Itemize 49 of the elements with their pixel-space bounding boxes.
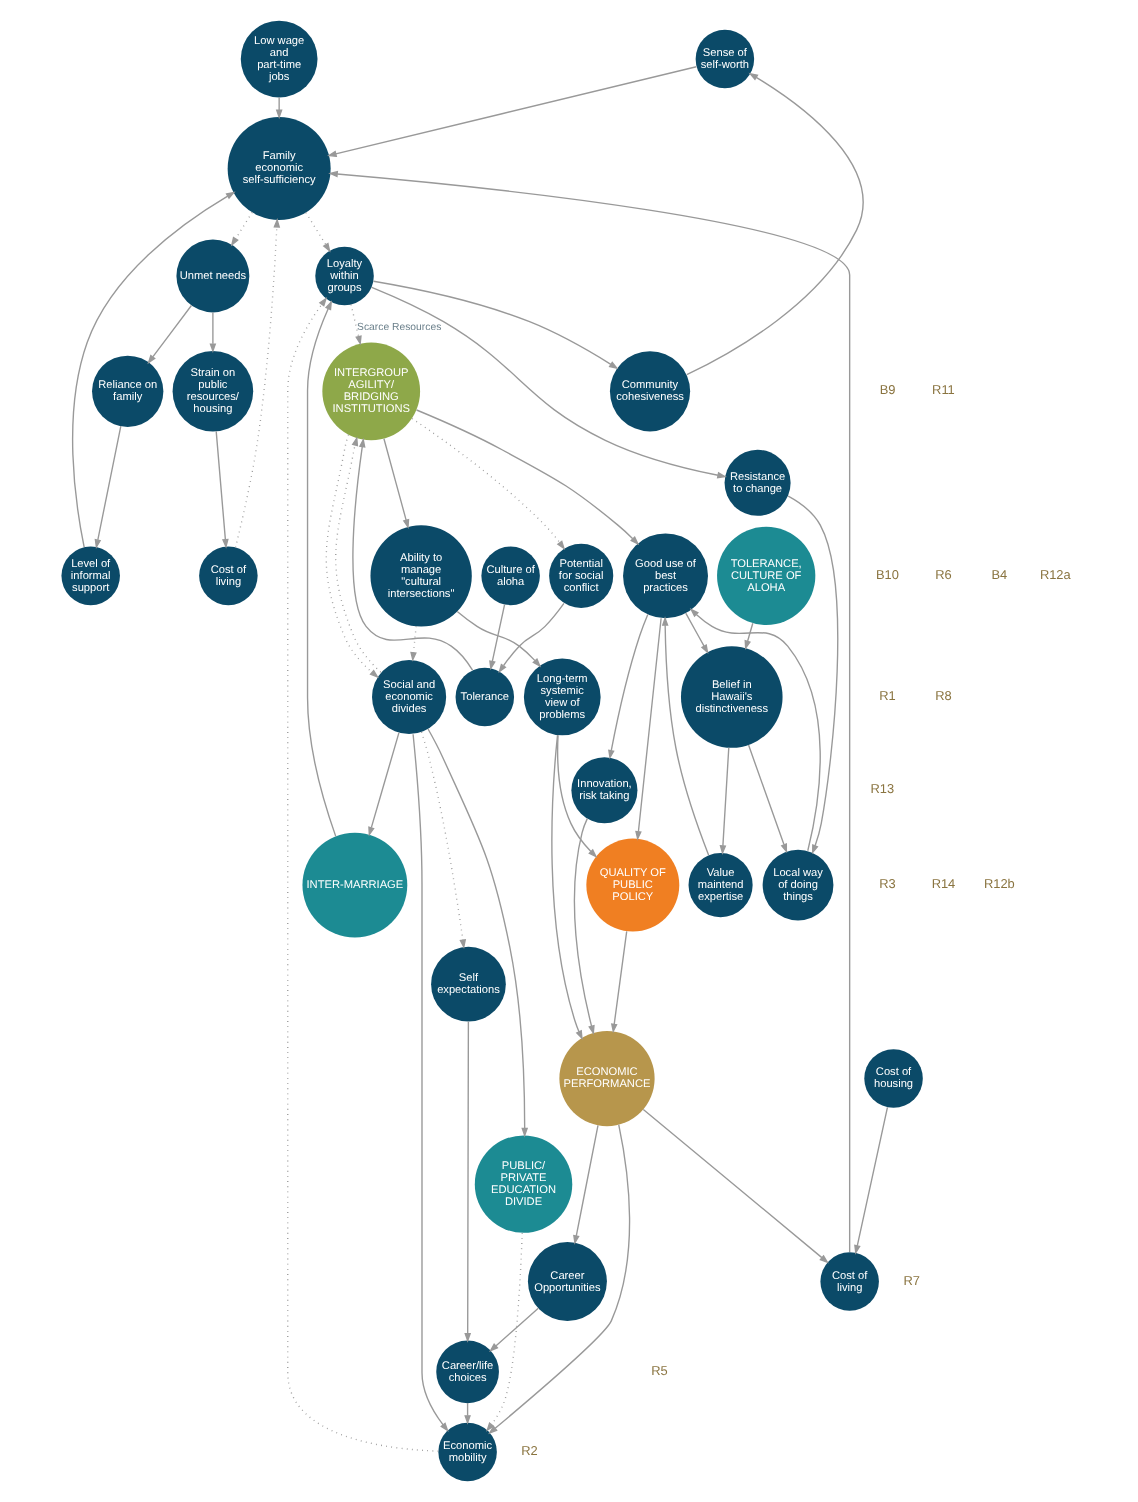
arrow — [93, 425, 121, 549]
arrow — [327, 170, 850, 1253]
arrow — [572, 817, 594, 1035]
arrow — [305, 300, 336, 838]
arrow — [414, 409, 639, 546]
arrow — [497, 602, 564, 674]
arrow — [487, 1123, 630, 1435]
arrow — [371, 280, 618, 370]
arrow — [684, 612, 708, 655]
arrow — [641, 1108, 828, 1264]
arrow — [555, 734, 597, 858]
arrow — [146, 304, 192, 365]
arrow — [488, 1307, 538, 1352]
arrow — [488, 604, 505, 671]
arrow — [274, 96, 282, 120]
arrow — [660, 616, 709, 856]
arrow — [786, 495, 838, 855]
arrow — [324, 434, 378, 679]
arrow — [70, 191, 235, 548]
arrow — [304, 211, 330, 253]
arrow — [550, 734, 582, 1041]
arrow — [334, 436, 381, 673]
arrow — [367, 732, 399, 837]
arrow — [572, 1124, 598, 1245]
arrow — [685, 72, 863, 376]
arrow — [718, 747, 729, 855]
arrow — [419, 731, 466, 949]
arrow — [411, 733, 448, 1433]
arrow — [607, 613, 648, 760]
arrow — [229, 211, 252, 247]
arrow — [370, 286, 726, 479]
arrow — [409, 625, 416, 662]
arrow — [286, 297, 438, 1452]
arrow — [382, 438, 409, 529]
arrow — [853, 1106, 888, 1255]
arrow — [349, 303, 361, 346]
arrow — [455, 610, 541, 668]
arrow — [743, 622, 753, 650]
arrow — [326, 66, 697, 158]
arrow — [634, 617, 661, 841]
arrow — [485, 1232, 522, 1432]
arrow — [463, 1021, 471, 1343]
arrow — [426, 728, 528, 1138]
arrow — [688, 608, 820, 852]
arrow — [410, 417, 565, 551]
arrow — [746, 744, 787, 854]
arrow — [609, 930, 627, 1034]
arrow — [208, 311, 216, 354]
arrow — [214, 430, 228, 549]
